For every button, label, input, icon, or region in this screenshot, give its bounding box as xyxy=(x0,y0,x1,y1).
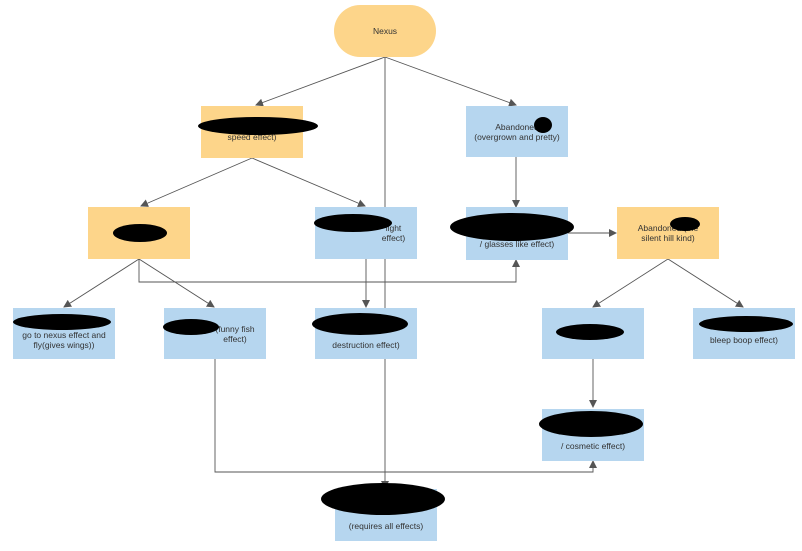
redaction-mark xyxy=(163,319,219,335)
edge-nexus-to-speed xyxy=(255,56,386,107)
redaction-mark xyxy=(113,224,167,242)
node-funny-fish-label: (funny fish effect) xyxy=(215,323,255,344)
redaction-mark xyxy=(699,316,793,332)
node-destruction-effect-label: destruction effect) xyxy=(332,339,400,350)
node-speed-effect-label: speed effect) xyxy=(227,132,277,142)
redaction-mark xyxy=(321,483,445,515)
redaction-mark xyxy=(670,217,700,231)
edge-fish-to-cosmetic xyxy=(214,359,597,473)
node-bleep-boop-label: bleep boop effect) xyxy=(710,334,778,345)
edge-speed-to-light xyxy=(251,157,366,207)
redaction-mark xyxy=(198,117,318,135)
node-go-to-nexus-label: go to nexus effect and fly(gives wings)) xyxy=(22,329,106,350)
node-go-to-nexus[interactable]: go to nexus effect and fly(gives wings)) xyxy=(13,308,115,359)
node-glasses-effect[interactable]: / glasses like effect) xyxy=(450,207,574,260)
edge-yellow-to-glasses xyxy=(138,259,520,283)
redaction-mark xyxy=(534,117,552,133)
redaction-mark xyxy=(13,314,111,330)
node-abandoned-overgrown[interactable]: Abandoned (overgrown and pretty) xyxy=(466,106,568,157)
node-requires-all-effects-label: (requires all effects) xyxy=(348,521,424,531)
redaction-mark xyxy=(312,313,408,335)
node-light-effect[interactable]: light effect) xyxy=(314,207,417,259)
node-yellow-redacted[interactable] xyxy=(88,207,190,259)
node-bleep-boop[interactable]: bleep boop effect) xyxy=(693,308,795,359)
node-requires-all-effects[interactable]: (requires all effects) xyxy=(321,483,445,541)
edge-silenthill-to-bleep xyxy=(667,258,744,308)
node-funny-fish[interactable]: (funny fish effect) xyxy=(163,308,266,359)
redaction-mark xyxy=(556,324,624,340)
edge-silenthill-to-blue xyxy=(592,258,669,308)
node-nexus-label: Nexus xyxy=(372,26,398,36)
node-light-effect-label: light effect) xyxy=(381,223,406,243)
edge-yellow-to-fish xyxy=(138,258,215,308)
node-abandoned-overgrown-label: Abandoned (overgrown and pretty) xyxy=(474,121,560,142)
edge-yellow-to-gonexus xyxy=(63,258,140,308)
node-cosmetic-effect[interactable]: / cosmetic effect) xyxy=(539,409,644,461)
node-destruction-effect[interactable]: destruction effect) xyxy=(312,308,417,359)
edge-nexus-to-abandoned xyxy=(384,56,517,107)
node-blue-redacted[interactable] xyxy=(542,308,644,359)
redaction-mark xyxy=(539,411,643,437)
node-speed-effect[interactable]: speed effect) xyxy=(198,106,318,158)
node-glasses-effect-label: / glasses like effect) xyxy=(479,238,555,249)
redaction-mark xyxy=(450,213,574,241)
node-cosmetic-effect-label: / cosmetic effect) xyxy=(560,441,626,451)
node-abandoned-silent-hill[interactable]: Abandoned (the silent hill kind) xyxy=(617,207,719,259)
redaction-mark xyxy=(314,214,392,232)
node-nexus[interactable]: Nexus xyxy=(334,5,436,57)
edge-speed-to-yellow xyxy=(140,157,253,207)
